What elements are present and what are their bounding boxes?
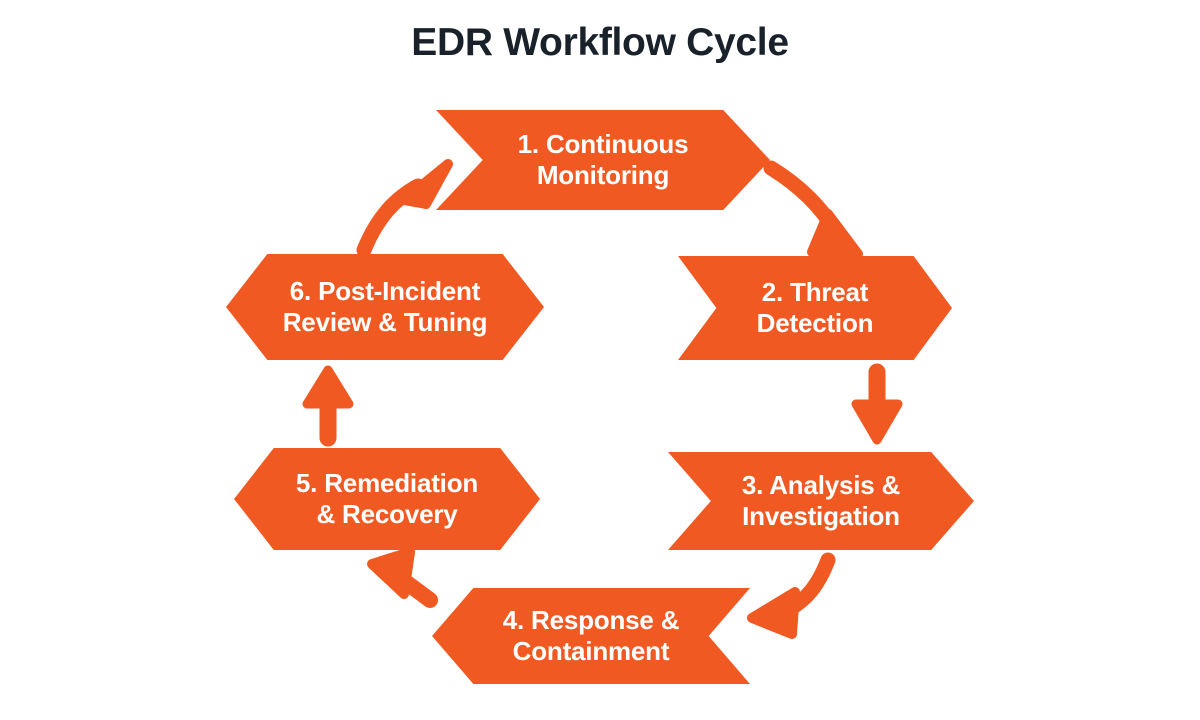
node-3-analysis-investigation[interactable]: 3. Analysis & Investigation	[668, 452, 974, 550]
node-1-continuous-monitoring[interactable]: 1. Continuous Monitoring	[436, 110, 770, 210]
node-4-response-containment[interactable]: 4. Response & Containment	[432, 588, 750, 684]
node-1-label: 1. Continuous Monitoring	[517, 129, 689, 190]
node-3-label: 3. Analysis & Investigation	[741, 470, 901, 531]
node-2-label: 2. Threat Detection	[756, 277, 874, 338]
arrow-2-to-3	[851, 363, 903, 445]
node-6-post-incident-review-tuning[interactable]: 6. Post-Incident Review & Tuning	[226, 254, 544, 360]
node-2-threat-detection[interactable]: 2. Threat Detection	[678, 256, 952, 360]
arrow-3-to-4	[747, 552, 836, 639]
node-6-label: 6. Post-Incident Review & Tuning	[282, 276, 488, 337]
node-5-label: 5. Remediation & Recovery	[295, 468, 479, 529]
arrow-6-to-1	[356, 159, 453, 258]
node-5-remediation-recovery[interactable]: 5. Remediation & Recovery	[234, 448, 540, 550]
page-title: EDR Workflow Cycle	[411, 21, 789, 64]
arrow-4-to-5	[367, 547, 438, 608]
arrow-5-to-6	[302, 365, 354, 447]
arrow-1-to-2	[763, 160, 863, 259]
node-4-label: 4. Response & Containment	[502, 605, 680, 666]
